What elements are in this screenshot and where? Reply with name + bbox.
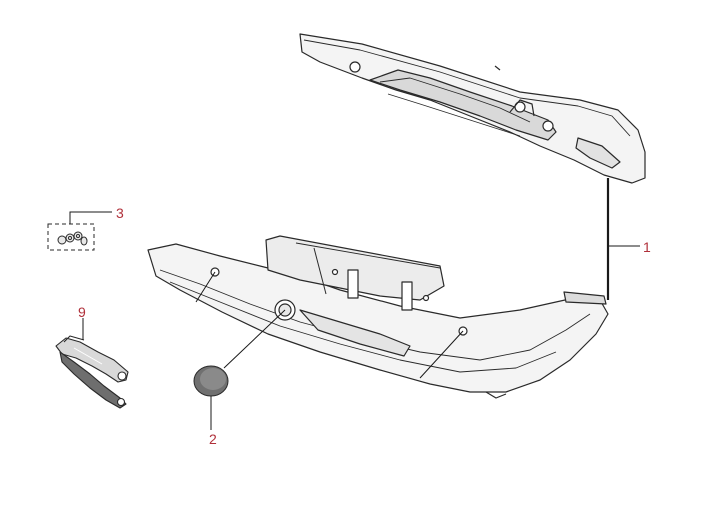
chain-slider [55, 335, 129, 409]
callout-label-1: 1 [643, 239, 651, 255]
leader-lines [69, 178, 640, 430]
round-cap [193, 365, 229, 397]
upper-chain-guard [299, 33, 646, 184]
callout-label-9: 9 [78, 304, 86, 320]
callout-label-2: 2 [209, 431, 217, 447]
callout-label-3: 3 [116, 205, 124, 221]
hardware-kit [47, 223, 95, 251]
